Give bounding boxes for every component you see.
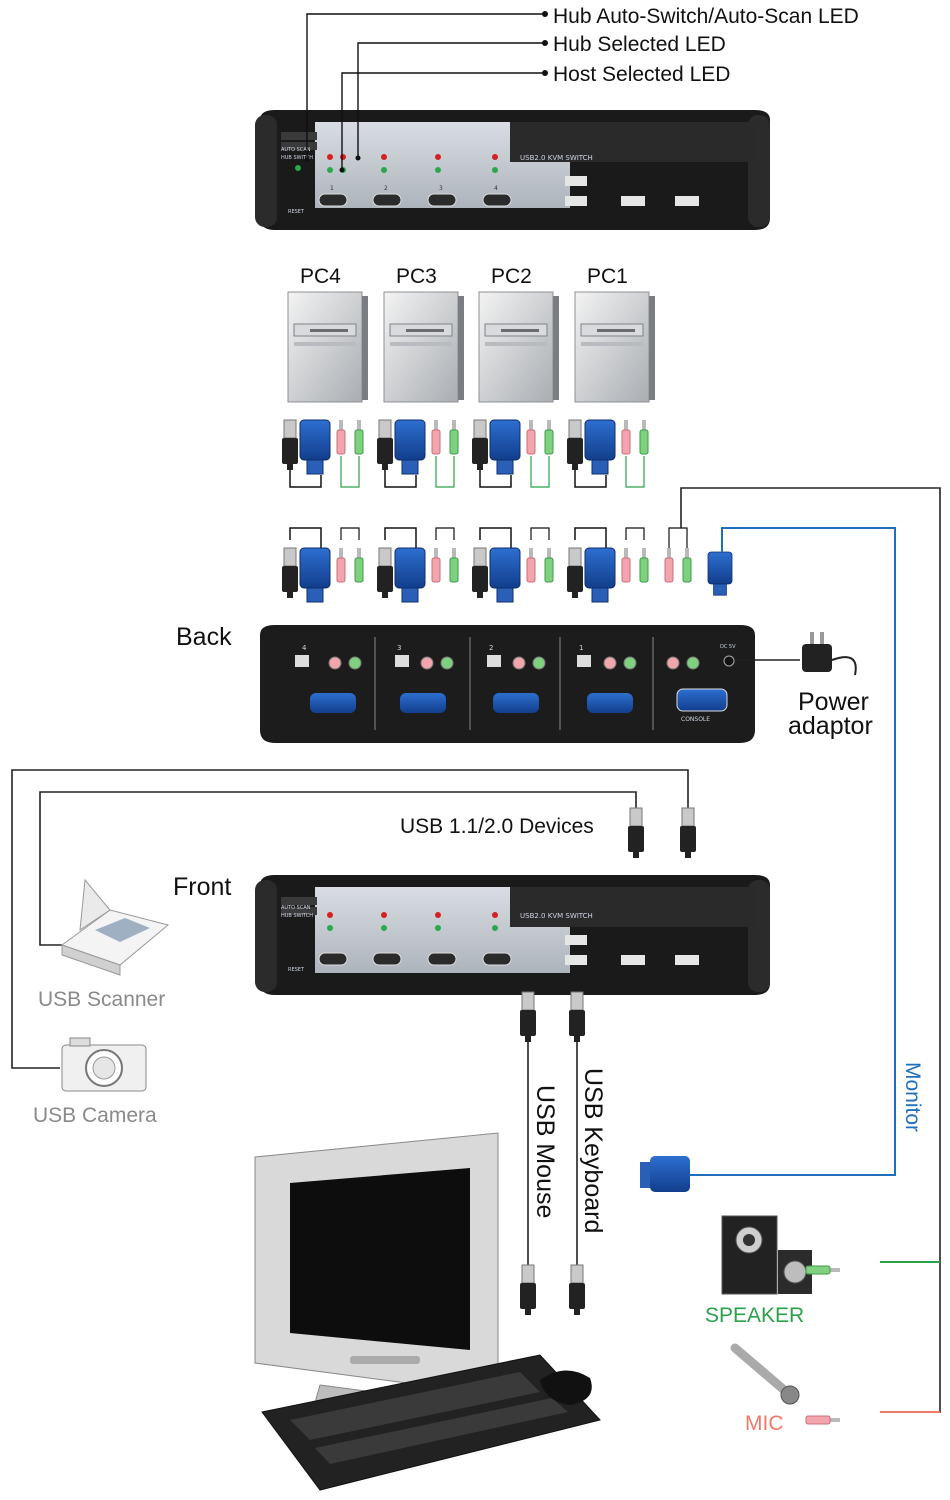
port-button-2[interactable]	[372, 193, 402, 207]
power-adaptor-label-2: adaptor	[788, 712, 873, 740]
kvm-switch-top: USB2.0 KVM SWITCH AUTO SCAN HUB SWITCH R…	[255, 110, 770, 230]
usb-scanner-label: USB Scanner	[38, 988, 165, 1011]
power-adaptor-label-1: Power	[798, 688, 869, 716]
back-port-number-4: 4	[302, 644, 307, 652]
back-port-group-3	[395, 655, 454, 713]
long-cables	[680, 487, 941, 1413]
hub-switch-label: HUB SWITCH	[281, 155, 313, 161]
back-console-group	[666, 655, 735, 712]
kvm-model-text: USB2.0 KVM SWITCH	[520, 154, 593, 162]
pc-tower-3	[383, 291, 465, 403]
mouse-keyboard-cables	[519, 991, 586, 1316]
kvm-switch-front: USB2.0 KVM SWITCH AUTO SCAN HUB SWITCH R…	[255, 875, 770, 995]
auto-scan-label-front: AUTO SCAN	[281, 905, 311, 911]
back-port-group-4	[295, 655, 362, 713]
back-port-number-1: 1	[579, 644, 583, 652]
port-number-2: 2	[384, 185, 388, 192]
back-port-group-1	[577, 655, 637, 713]
usb-devices-label: USB 1.1/2.0 Devices	[400, 815, 594, 838]
pc-label-2: PC2	[491, 265, 532, 288]
reset-label: RESET	[288, 209, 305, 215]
speaker-label: SPEAKER	[705, 1304, 804, 1327]
port-button-1[interactable]	[318, 193, 348, 207]
hub-switch-label-front: HUB SWITCH	[281, 913, 313, 919]
kvm-model-text-front: USB2.0 KVM SWITCH	[520, 912, 593, 920]
port-number-3: 3	[439, 185, 443, 192]
usb-mouse-label: USB Mouse	[531, 1085, 559, 1218]
usb-camera-label: USB Camera	[33, 1104, 157, 1127]
usb-keyboard-label: USB Keyboard	[579, 1068, 607, 1233]
speaker-icon	[721, 1215, 841, 1295]
callout-host-selected: Host Selected LED	[553, 63, 730, 86]
front-port-button-1[interactable]	[318, 952, 348, 966]
port-button-3[interactable]	[427, 193, 457, 207]
back-port-number-3: 3	[397, 644, 401, 652]
usb-scanner-icon	[60, 878, 170, 976]
monitor-vga-connector	[640, 1156, 690, 1192]
auto-scan-label: AUTO SCAN	[281, 147, 311, 153]
usb-camera-icon	[61, 1037, 147, 1092]
callout-lines	[306, 13, 545, 170]
console-label: CONSOLE	[681, 716, 710, 723]
pc-label-1: PC1	[587, 265, 628, 288]
mic-icon	[730, 1343, 841, 1425]
pc-row: PC4 PC3 PC2 PC1	[287, 265, 656, 403]
kvm-switch-back: 4 3 2 1 DC 5V CONSOLE	[260, 625, 755, 743]
computer-workstation	[254, 1132, 601, 1491]
callout-hub-selected: Hub Selected LED	[553, 33, 726, 56]
port-button-4[interactable]	[482, 193, 512, 207]
power-adaptor-icon	[735, 632, 857, 676]
mic-label: MIC	[745, 1412, 784, 1435]
pc-label-4: PC4	[300, 265, 341, 288]
back-label: Back	[176, 623, 232, 651]
usb-device-cables	[11, 769, 689, 1069]
front-port-button-3[interactable]	[427, 952, 457, 966]
front-label: Front	[173, 873, 231, 901]
back-port-group-2	[487, 655, 546, 713]
usb-port-group	[565, 176, 699, 206]
port-number-4: 4	[494, 185, 498, 192]
port-number-1: 1	[330, 185, 334, 192]
cable-sets	[281, 419, 733, 603]
front-port-button-2[interactable]	[372, 952, 402, 966]
pc-label-3: PC3	[396, 265, 437, 288]
pc-tower-2	[478, 291, 560, 403]
back-port-number-2: 2	[489, 644, 493, 652]
dc-label: DC 5V	[720, 644, 736, 650]
front-port-button-4[interactable]	[482, 952, 512, 966]
monitor-label: Monitor	[901, 1062, 924, 1132]
reset-label-front: RESET	[288, 967, 305, 973]
pc-tower-4	[287, 291, 369, 403]
pc-tower-1	[574, 291, 656, 403]
callout-hub-auto-switch: Hub Auto-Switch/Auto-Scan LED	[553, 5, 859, 28]
